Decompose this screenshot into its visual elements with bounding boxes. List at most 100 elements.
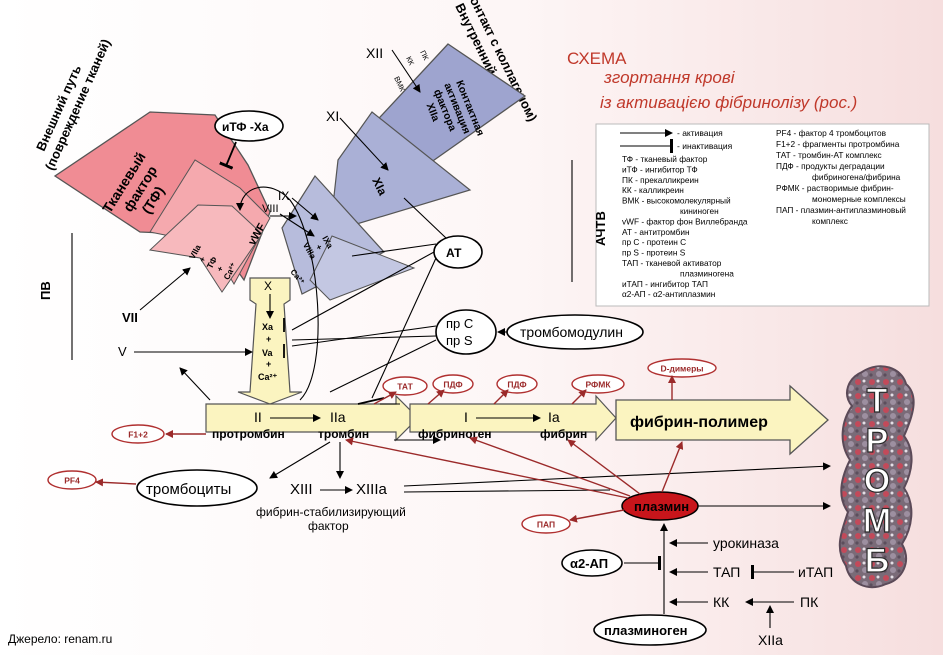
- factor-ca-common: Ca²⁺: [258, 372, 278, 382]
- cascade-down-arrow: [237, 277, 303, 405]
- feedback-thrombin-v: [236, 186, 319, 401]
- plasmin-to-thrombin: [345, 437, 629, 499]
- legend-col2-item: ПДФ - продукты деградации: [776, 161, 885, 171]
- product-pf4-label: PF4: [64, 476, 80, 486]
- inhibit-bar-thrombin: [357, 397, 385, 405]
- factor-kk-top: КК: [404, 55, 416, 67]
- factor-xa-plus: +: [266, 334, 271, 344]
- product-ddimers-label: D-димеры: [660, 364, 703, 374]
- legend-col1-item: иТФ - ингибитор ТФ: [622, 164, 698, 174]
- urokinase-label: урокиназа: [713, 535, 779, 551]
- product-f12-label: F1+2: [128, 430, 148, 440]
- legend-box: [595, 123, 930, 307]
- pk-label: ПК: [800, 594, 819, 610]
- product-rfmk-pill: [571, 374, 625, 394]
- xiia-label: XIIa: [758, 632, 783, 648]
- arrow-thrombin-platelets: [269, 441, 331, 479]
- line-xiiia-plasmin: [403, 489, 611, 493]
- legend-col2-item: мономерные комплексы: [812, 194, 906, 204]
- factor-viii: VIII: [262, 203, 279, 215]
- plasminogen-label: плазминоген: [604, 623, 688, 638]
- product-pdf2-label: ПДФ: [507, 380, 526, 390]
- product-f12-pill: [111, 424, 165, 444]
- product-pdf2-pill: [496, 374, 538, 394]
- plasmin-label: плазмин: [634, 499, 689, 514]
- arrow-xii: [391, 49, 421, 93]
- inhibit-itf: [219, 141, 237, 170]
- fibrin-polymer-arrow: [615, 384, 829, 456]
- legend-col1-item: α2-АП - α2-антиплазмин: [622, 289, 715, 299]
- label-thrombin: тромбин: [318, 427, 369, 441]
- arrow-xi: [339, 117, 389, 171]
- prc-to-va: [291, 325, 437, 347]
- product-rfmk-label: РФМК: [585, 380, 611, 390]
- factor-pk-top: ПК: [418, 49, 431, 62]
- prs-label: пр S: [446, 333, 473, 348]
- tissue-factor-chevrons: [53, 111, 271, 293]
- legend-col2-item: ПАП - плазмин-антиплазминовый: [776, 205, 906, 215]
- oval-itf: [214, 110, 284, 142]
- label-fibrin-polymer: фибрин-полимер: [630, 414, 768, 431]
- legend-col2-item: фибриногена/фибрина: [812, 172, 901, 182]
- legend-col1-item: КК - калликреин: [622, 185, 684, 195]
- at-to-ixa: [351, 243, 437, 257]
- title-line2: згортання крові: [603, 68, 736, 87]
- legend-col1-item: АТ - антитромбин: [622, 227, 690, 237]
- legend-col1-item: vWF - фактор фон Виллебранда: [622, 216, 748, 226]
- factor-x: X: [264, 279, 272, 293]
- arrow-to-pf4: [95, 478, 137, 487]
- thrombus-letter: Р: [866, 422, 889, 460]
- thrombus-letter: О: [864, 462, 890, 500]
- label-fibrin: фибрин: [540, 427, 587, 441]
- plasmin-to-fibrinogen: [469, 436, 631, 497]
- thrombus-letter: М: [863, 502, 891, 540]
- factor-iia: IIa: [330, 409, 346, 425]
- legend-col1-item: пр С - протеин С: [622, 237, 686, 247]
- prc-to-viiia: [291, 335, 437, 341]
- thrombin-to-prc: [329, 339, 437, 393]
- product-tat-pill: [382, 376, 428, 396]
- legend-col1-item: ТАП - тканевой активатор: [622, 258, 722, 268]
- plasmin-to-fibrin: [567, 439, 641, 495]
- thrombocytes-label: тромбоциты: [146, 481, 231, 498]
- arrow-vii: [139, 267, 191, 311]
- oval-thrombocytes: [136, 469, 258, 507]
- legend-col1-item: кининоген: [680, 206, 719, 216]
- factor-v: V: [118, 344, 127, 359]
- factor-va-plus: +: [266, 359, 271, 369]
- legend-col1-item: ВМК - высокомолекулярный: [622, 196, 731, 206]
- arrow-to-rfmk: [571, 389, 587, 405]
- legend-inactivation: - инактивация: [677, 141, 733, 151]
- factor-ixa-plus: +: [314, 242, 325, 251]
- factor-ii: II: [254, 409, 262, 425]
- legend-col2-item: ТАТ - тромбин-АТ комплекс: [776, 150, 882, 160]
- factor-vii: VII: [122, 310, 138, 325]
- product-pdf1-pill: [432, 374, 474, 394]
- product-pdf1-label: ПДФ: [443, 380, 462, 390]
- fsf-label-1: фибрин-стабилизирующий: [256, 505, 406, 519]
- factor-xii: XII: [366, 45, 383, 61]
- factor-ia: Ia: [548, 409, 560, 425]
- arrow-to-pdf2: [493, 389, 509, 405]
- thrombus-shape: [838, 365, 915, 589]
- factor-xiiia: XIIIa: [356, 481, 388, 498]
- arrow-prothrombin-feedback: [179, 367, 211, 401]
- product-pap-pill: [521, 514, 571, 534]
- arrow-to-pdf1: [427, 389, 445, 405]
- a2ap-label: α2-АП: [570, 556, 608, 571]
- thrombus-letter: Т: [867, 382, 888, 420]
- legend-col1-item: пр S - протеин S: [622, 248, 686, 258]
- label-fibrinogen: фибриноген: [418, 427, 492, 441]
- oval-plasminogen: [593, 614, 707, 646]
- thrombomodulin-label: тромбомодулин: [520, 324, 623, 340]
- factor-xiii: XIII: [290, 481, 313, 498]
- itf-label: иТФ -Ха: [222, 120, 269, 134]
- title-line3: із активацією фібринолізу (рос.): [600, 93, 857, 112]
- source-label: Джерело: renam.ru: [8, 632, 112, 646]
- kk-label: КК: [713, 594, 730, 610]
- legend-col1-item: ПК - прекалликреин: [622, 175, 699, 185]
- at-to-thrombin: [371, 257, 437, 399]
